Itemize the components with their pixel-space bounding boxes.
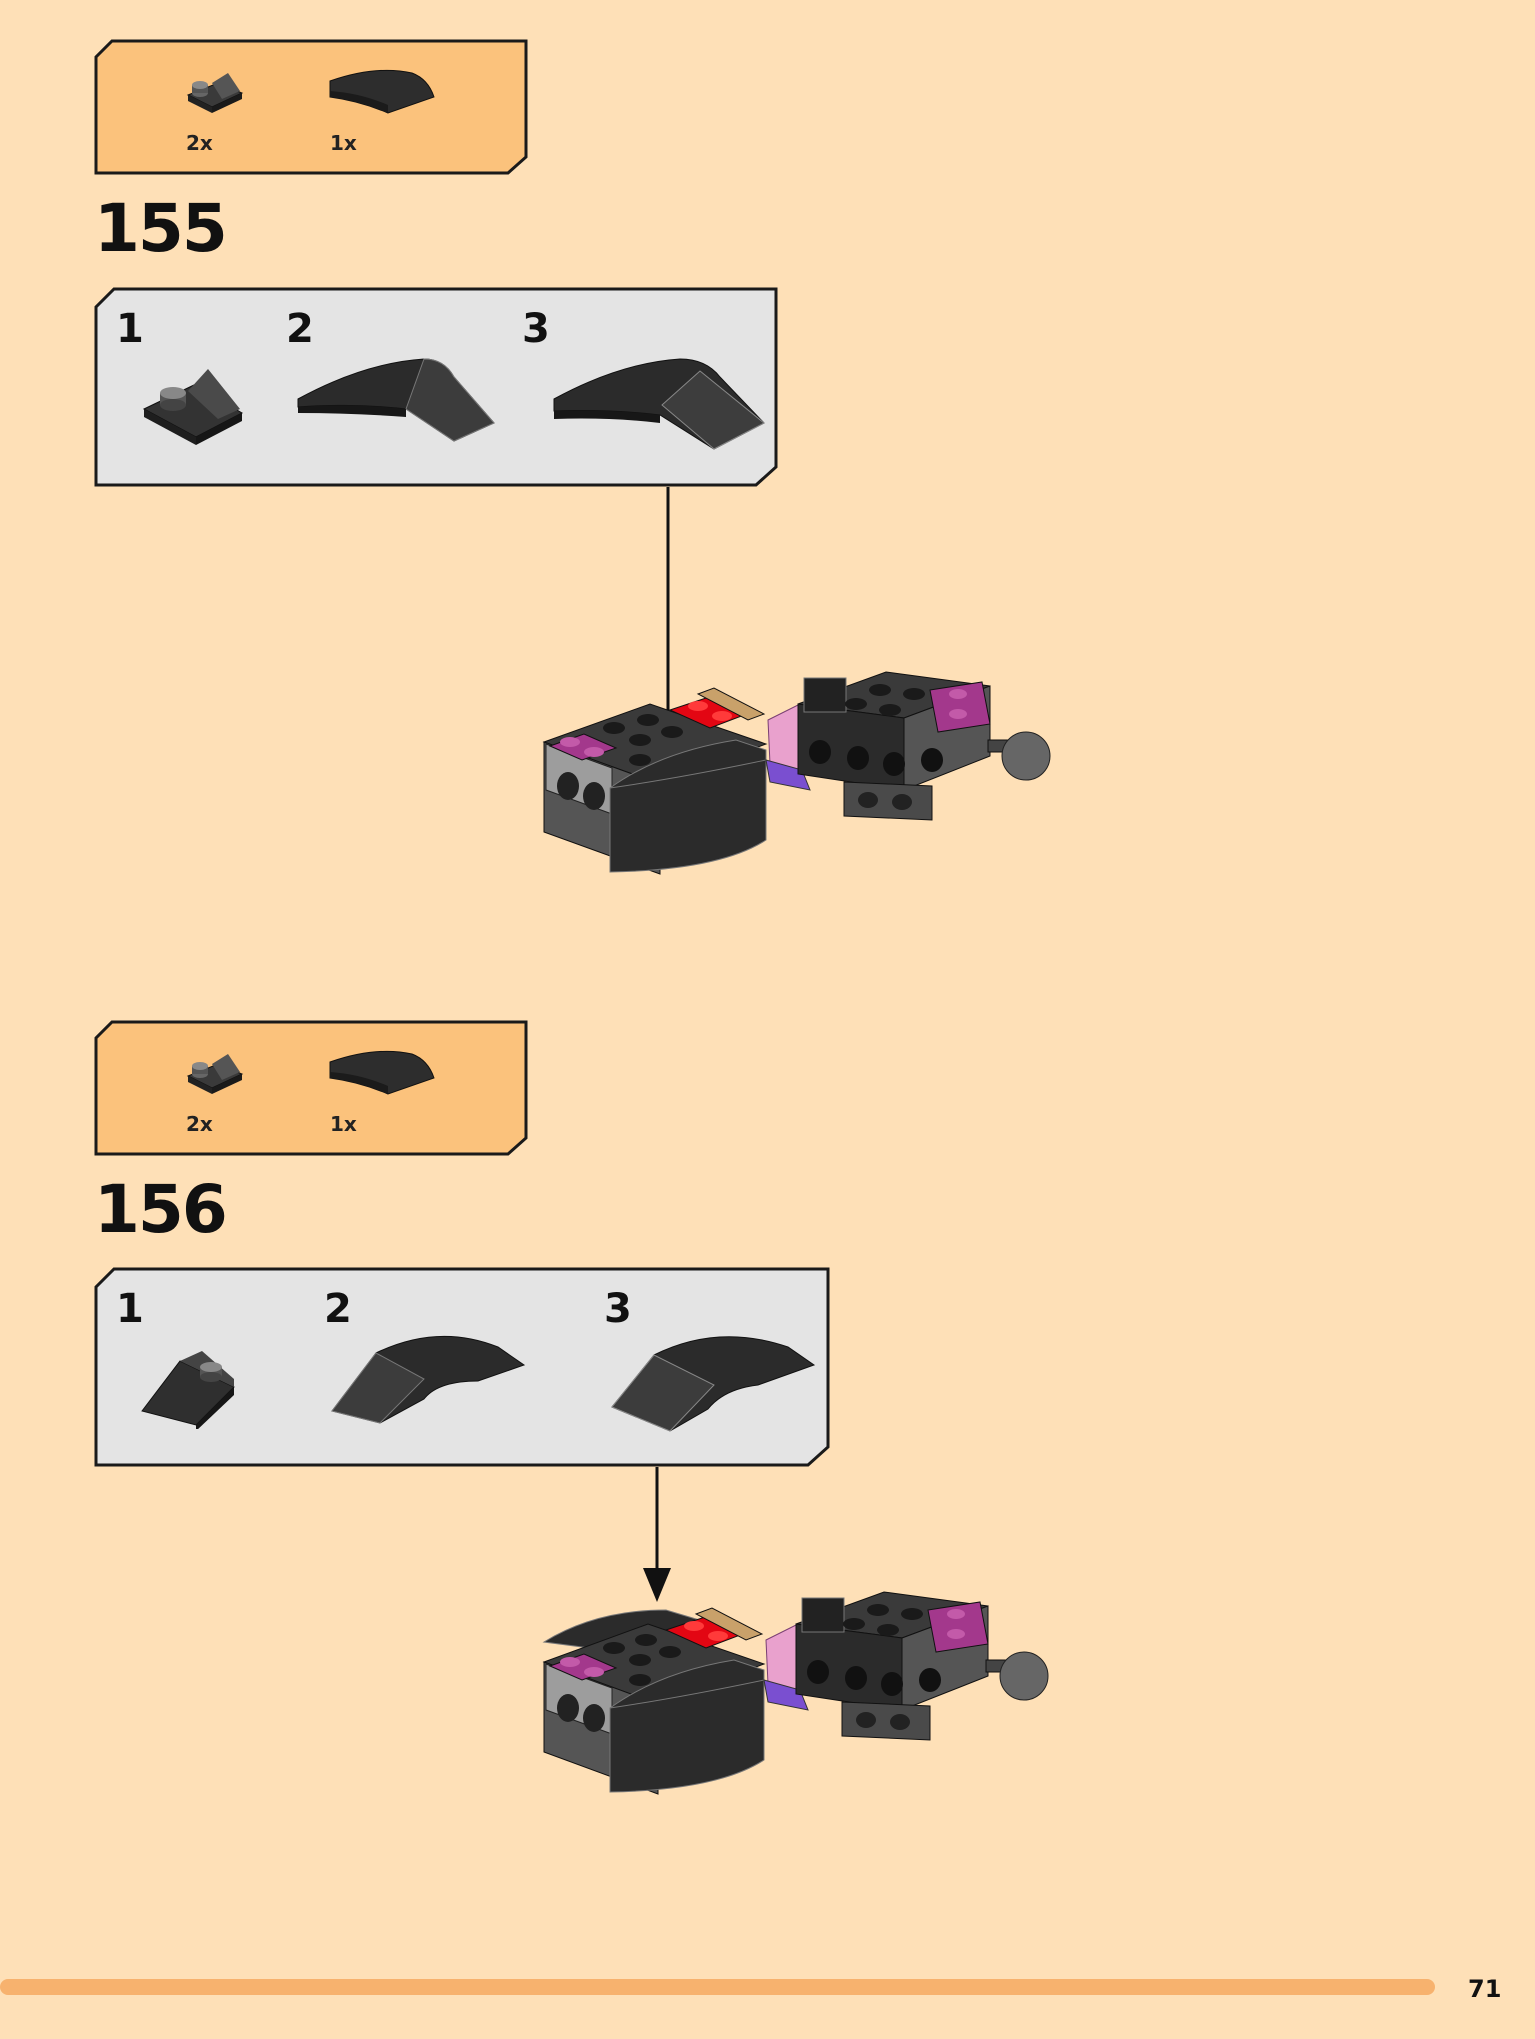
parts-list-box-156: 2x 1x	[94, 1020, 528, 1156]
curved-slope-icon	[331, 1335, 526, 1424]
substep-number-3: 3	[604, 1286, 632, 1332]
part-qty: 1x	[330, 131, 357, 155]
substep-number-2: 2	[286, 306, 314, 352]
substep-number-1: 1	[116, 1286, 144, 1332]
model-assembly-155	[542, 671, 1051, 875]
curved-slope-icon	[611, 1336, 816, 1432]
slope-plate-icon	[186, 1054, 244, 1094]
slope-plate-icon	[186, 73, 244, 113]
parts-list-frame	[94, 1020, 528, 1156]
slope-plate-icon	[142, 369, 244, 445]
substep-box-155: 1 2 3	[94, 287, 778, 487]
substep-number-1: 1	[116, 306, 144, 352]
part-qty: 1x	[330, 1112, 357, 1136]
step-number-155: 155	[94, 190, 228, 267]
part-qty: 2x	[186, 131, 213, 155]
substep-number-3: 3	[522, 306, 550, 352]
part-qty: 2x	[186, 1112, 213, 1136]
parts-list-frame	[94, 39, 528, 175]
page-number: 71	[1468, 1975, 1502, 2003]
curved-slope-icon	[329, 1050, 435, 1095]
substep-box-156: 1 2 3	[94, 1267, 830, 1467]
curved-slope-icon	[297, 358, 495, 442]
step-number-156: 156	[94, 1171, 228, 1248]
model-assembly-156	[542, 1591, 1049, 1795]
curved-slope-icon	[553, 358, 765, 450]
page-accent-bar	[0, 1979, 1435, 1995]
curved-slope-icon	[329, 69, 435, 114]
slope-plate-icon	[141, 1351, 235, 1429]
substep-number-2: 2	[324, 1286, 352, 1332]
parts-list-box-155: 2x 1x	[94, 39, 528, 175]
